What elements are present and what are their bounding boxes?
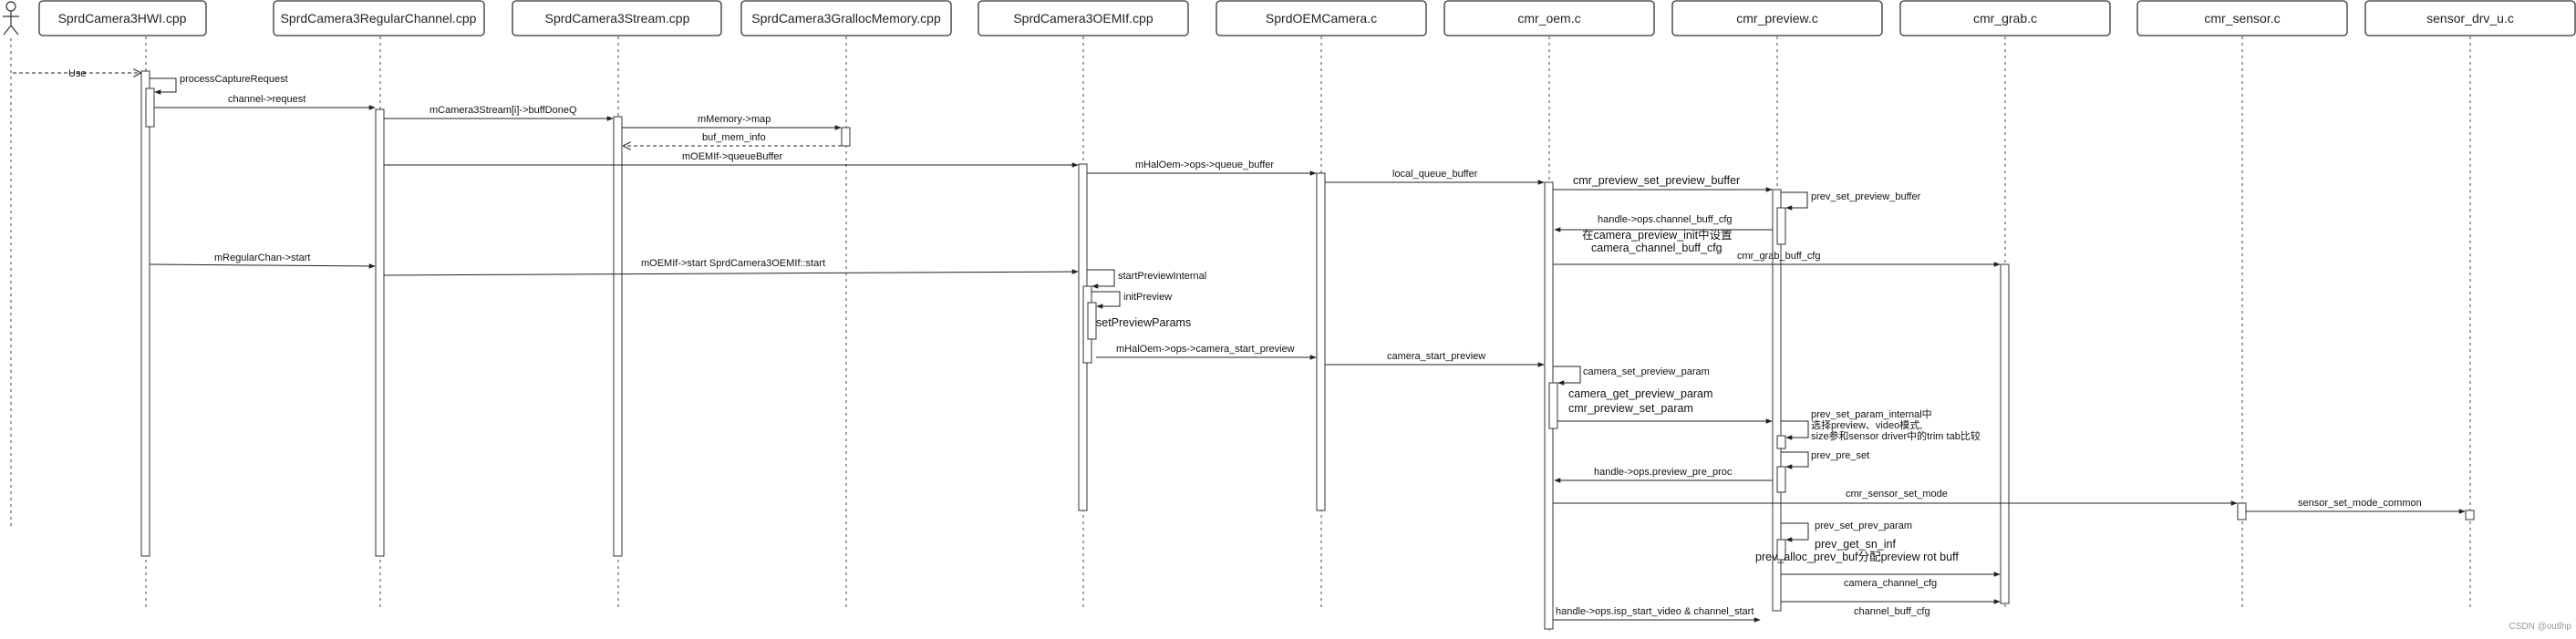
msg-prev-pre-set-arrow [1781, 451, 1809, 469]
msg-set-preview-params-label: setPreviewParams [1096, 316, 1191, 329]
participant-label-cmr-grab: cmr_grab.c [1973, 11, 2037, 26]
activation-hwi [140, 70, 150, 557]
participant-label-cmr-oem: cmr_oem.c [1517, 11, 1580, 26]
msg-cmr-sensor-set-mode-label: cmr_sensor_set_mode [1846, 489, 1948, 500]
msg-start-preview-internal-label: startPreviewInternal [1118, 271, 1206, 282]
participant-label-hwi: SprdCamera3HWI.cpp [58, 11, 187, 26]
msg-init-preview-arrow [1091, 291, 1121, 309]
msg-prev-set-param-internal-arrow [1781, 420, 1809, 440]
msg-prev-set-preview-buffer-arrow [1781, 191, 1808, 211]
participant-box-cmr-preview [1671, 0, 1883, 36]
actor-icon [3, 1, 19, 36]
participant-box-oem-camera [1216, 0, 1427, 36]
msg-cmr-grab-buff-cfg-label: cmr_grab_buff_cfg [1737, 251, 1821, 262]
msg-prev-alloc-prev-buf-label: prev_alloc_prev_buf分配preview rot buff [1755, 551, 1959, 563]
msg-camera-start-preview-label: camera_start_preview [1387, 351, 1485, 362]
msg-prev-get-sn-inf-label: prev_get_sn_inf [1815, 538, 1896, 551]
msg-process-capture-request-label: processCaptureRequest [180, 74, 288, 85]
msg-local-queue-buffer-label: local_queue_buffer [1392, 169, 1478, 180]
participant-label-regular-channel: SprdCamera3RegularChannel.cpp [281, 11, 477, 26]
activation-oemif-nested-2 [1087, 302, 1097, 340]
msg-oemif-start-label: mOEMIf->start SprdCamera3OEMIf::start [641, 258, 825, 269]
msg-prev-set-param-internal-label-3: size参和sensor driver中的trim tab比较 [1811, 429, 1981, 442]
msg-prev-set-preview-buffer-label: prev_set_preview_buffer [1811, 191, 1921, 202]
msg-cmr-preview-set-param-label: cmr_preview_set_param [1568, 402, 1693, 415]
msg-camera-channel-cfg-label: camera_channel_cfg [1844, 578, 1937, 589]
activation-hwi-self [145, 88, 155, 128]
activation-cmr-sensor [2237, 502, 2247, 520]
activation-cmr-preview-nested-4 [1776, 539, 1786, 561]
msg-preview-pre-proc-label: handle->ops.preview_pre_proc [1594, 467, 1733, 478]
participant-label-oemif: SprdCamera3OEMIf.cpp [1013, 11, 1153, 26]
activation-cmr-preview-nested-1 [1776, 207, 1786, 245]
activation-cmr-grab [2000, 263, 2010, 604]
participant-box-cmr-grab [1899, 0, 2111, 36]
msg-channel-request-label: channel->request [228, 94, 305, 105]
participant-box-sensor-drv [2364, 0, 2576, 36]
participant-label-stream: SprdCamera3Stream.cpp [545, 11, 690, 26]
activation-gralloc [841, 127, 851, 147]
msg-ops-queue-buffer-label: mHalOem->ops->queue_buffer [1135, 160, 1274, 170]
msg-process-capture-request-arrow [150, 77, 177, 95]
activation-cmr-oem-nested [1548, 382, 1558, 429]
participant-box-stream [512, 0, 722, 36]
msg-init-preview-label: initPreview [1123, 292, 1172, 303]
msg-channel-buff-cfg-label: handle->ops.channel_buff_cfg [1598, 214, 1733, 225]
msg-sensor-set-mode-common-label: sensor_set_mode_common [2298, 498, 2422, 509]
activation-bars [140, 70, 2475, 630]
participant-label-oem-camera: SprdOEMCamera.c [1266, 11, 1377, 26]
participant-headers: SprdCamera3HWI.cpp SprdCamera3RegularCha… [38, 0, 2576, 36]
msg-camera-get-preview-param-label: camera_get_preview_param [1568, 387, 1712, 400]
activation-cmr-preview [1772, 189, 1782, 612]
msg-prev-set-param-internal-label-2: 选择preview、video模式, [1811, 418, 1922, 431]
watermark: CSDN @outlhp [2509, 622, 2571, 632]
participant-label-cmr-sensor: cmr_sensor.c [2204, 11, 2280, 26]
activation-stream [613, 116, 623, 557]
msg-buf-mem-info-label: buf_mem_info [702, 132, 766, 143]
activation-oem-camera [1316, 172, 1326, 511]
participant-box-gralloc-memory [740, 0, 952, 36]
msg-start-preview-internal-arrow [1087, 269, 1115, 289]
activation-cmr-preview-nested-2 [1776, 435, 1786, 449]
participant-box-oemif [978, 0, 1189, 36]
msg-channel-buff-cfg-grab-label: channel_buff_cfg [1854, 606, 1930, 617]
msg-oemif-start-arrow [383, 269, 1079, 276]
msg-channel-buff-cfg-note-1: 在camera_preview_init中设置 [1582, 228, 1733, 242]
participant-label-sensor-drv: sensor_drv_u.c [2426, 11, 2514, 26]
msg-prev-set-param-internal-label-1: prev_set_param_internal中 [1811, 408, 1932, 420]
msg-regularchan-start-label: mRegularChan->start [214, 253, 310, 263]
msg-use-label: Use [68, 68, 87, 79]
participant-label-gralloc-memory: SprdCamera3GrallocMemory.cpp [751, 11, 941, 26]
msg-buffdoneq-label: mCamera3Stream[i]->buffDoneQ [429, 105, 577, 116]
msg-prev-set-prev-param-label: prev_set_prev_param [1815, 520, 1912, 531]
msg-prev-set-prev-param-arrow [1781, 522, 1809, 542]
activation-sensor-drv [2465, 510, 2475, 520]
activation-cmr-preview-nested-3 [1776, 466, 1786, 493]
messages: Use processCaptureRequest channel->reque… [13, 68, 2466, 623]
msg-cmr-preview-set-preview-buffer-label: cmr_preview_set_preview_buffer [1573, 174, 1740, 187]
msg-oemif-queuebuffer-label: mOEMIf->queueBuffer [682, 151, 782, 162]
msg-camera-set-preview-param-arrow [1553, 366, 1581, 386]
msg-isp-start-video-label: handle->ops.isp_start_video & channel_st… [1556, 606, 1754, 617]
activation-regular-channel [375, 108, 385, 557]
msg-regularchan-start-arrow [149, 263, 376, 269]
participant-box-hwi [38, 0, 207, 36]
msg-channel-buff-cfg-note-2: camera_channel_buff_cfg [1591, 242, 1723, 254]
participant-box-cmr-sensor [2136, 0, 2348, 36]
participant-label-cmr-preview: cmr_preview.c [1736, 11, 1817, 26]
participant-box-cmr-oem [1443, 0, 1655, 36]
participant-box-regular-channel [273, 0, 485, 36]
msg-prev-pre-set-label: prev_pre_set [1811, 450, 1869, 461]
msg-ops-camera-start-preview-label: mHalOem->ops->camera_start_preview [1116, 344, 1295, 355]
msg-camera-set-preview-param-label: camera_set_preview_param [1583, 366, 1710, 377]
msg-mmemory-map-label: mMemory->map [698, 114, 771, 125]
lifelines [10, 36, 2471, 631]
